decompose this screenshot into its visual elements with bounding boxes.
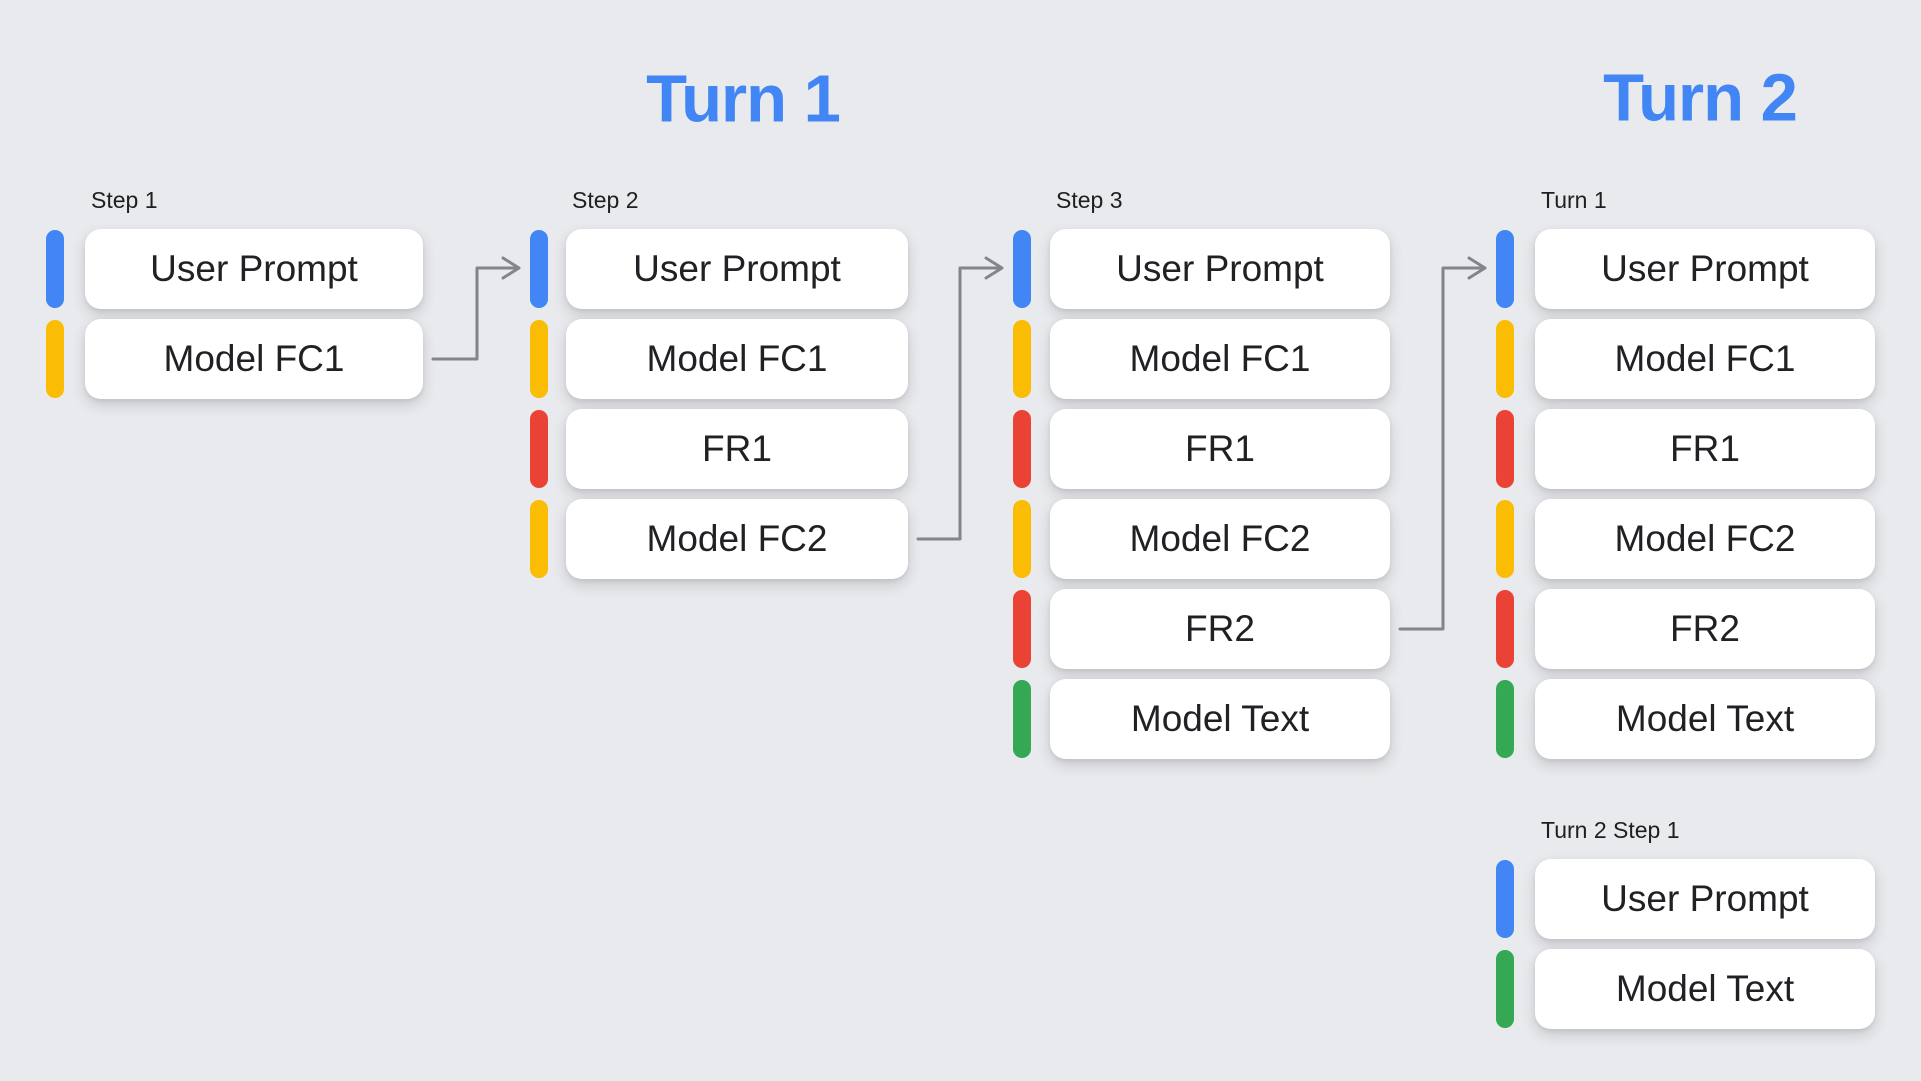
green-role-bar xyxy=(1496,680,1514,758)
yellow-role-bar xyxy=(1013,500,1031,578)
flow-arrow xyxy=(1398,256,1487,631)
message-box-model-text: Model Text xyxy=(1535,679,1875,759)
yellow-role-bar xyxy=(1496,500,1514,578)
red-role-bar xyxy=(530,410,548,488)
message-box-label: Model FC1 xyxy=(646,338,828,379)
red-role-bar xyxy=(1496,410,1514,488)
message-box-label: Model Text xyxy=(1615,698,1795,739)
message-box-label: FR2 xyxy=(1185,608,1255,649)
column-label: Turn 1 xyxy=(1541,187,1607,213)
message-box-label: Model Text xyxy=(1130,698,1310,739)
message-box-label: FR1 xyxy=(702,428,772,469)
blue-role-bar xyxy=(1496,230,1514,308)
message-box-label: Model FC2 xyxy=(646,518,828,559)
yellow-role-bar xyxy=(46,320,64,398)
message-box-fr2: FR2 xyxy=(1535,589,1875,669)
flow-arrow xyxy=(916,256,1004,541)
message-box-model-text: Model Text xyxy=(1050,679,1390,759)
column-label: Turn 2 Step 1 xyxy=(1541,817,1680,843)
red-role-bar xyxy=(1013,410,1031,488)
message-box-model-fc2: Model FC2 xyxy=(566,499,908,579)
message-box-model-fc1: Model FC1 xyxy=(85,319,423,399)
message-box-label: FR2 xyxy=(1670,608,1740,649)
message-box-label: Model Text xyxy=(1615,968,1795,1009)
flow-arrow xyxy=(431,256,521,361)
message-box-model-fc1: Model FC1 xyxy=(566,319,908,399)
turn-1-title: Turn 1 xyxy=(646,61,841,137)
turn-2-title: Turn 2 xyxy=(1603,60,1798,136)
green-role-bar xyxy=(1496,950,1514,1028)
blue-role-bar xyxy=(1496,860,1514,938)
red-role-bar xyxy=(1496,590,1514,668)
column-label: Step 2 xyxy=(572,187,639,213)
message-box-label: User Prompt xyxy=(1601,248,1809,289)
message-box-label: Model FC1 xyxy=(1129,338,1311,379)
message-box-label: FR1 xyxy=(1185,428,1255,469)
message-box-user-prompt: User Prompt xyxy=(1535,859,1875,939)
message-box-fr2: FR2 xyxy=(1050,589,1390,669)
message-box-fr1: FR1 xyxy=(1535,409,1875,489)
message-box-fr1: FR1 xyxy=(566,409,908,489)
message-box-label: User Prompt xyxy=(1116,248,1324,289)
message-box-user-prompt: User Prompt xyxy=(1050,229,1390,309)
blue-role-bar xyxy=(530,230,548,308)
message-box-model-fc1: Model FC1 xyxy=(1050,319,1390,399)
yellow-role-bar xyxy=(530,500,548,578)
column-label: Step 1 xyxy=(91,187,158,213)
green-role-bar xyxy=(1013,680,1031,758)
message-box-fr1: FR1 xyxy=(1050,409,1390,489)
yellow-role-bar xyxy=(1496,320,1514,398)
message-box-label: Model FC1 xyxy=(163,338,345,379)
message-box-model-fc1: Model FC1 xyxy=(1535,319,1875,399)
message-box-user-prompt: User Prompt xyxy=(85,229,423,309)
blue-role-bar xyxy=(46,230,64,308)
message-box-label: Model FC2 xyxy=(1129,518,1311,559)
yellow-role-bar xyxy=(530,320,548,398)
message-box-label: User Prompt xyxy=(150,248,358,289)
message-box-label: Model FC2 xyxy=(1614,518,1796,559)
message-box-model-text: Model Text xyxy=(1535,949,1875,1029)
yellow-role-bar xyxy=(1013,320,1031,398)
message-box-label: User Prompt xyxy=(1601,878,1809,919)
column-label: Step 3 xyxy=(1056,187,1123,213)
message-box-model-fc2: Model FC2 xyxy=(1050,499,1390,579)
message-box-label: FR1 xyxy=(1670,428,1740,469)
blue-role-bar xyxy=(1013,230,1031,308)
message-box-model-fc2: Model FC2 xyxy=(1535,499,1875,579)
message-box-user-prompt: User Prompt xyxy=(566,229,908,309)
message-box-label: Model FC1 xyxy=(1614,338,1796,379)
red-role-bar xyxy=(1013,590,1031,668)
message-box-label: User Prompt xyxy=(633,248,841,289)
message-box-user-prompt: User Prompt xyxy=(1535,229,1875,309)
